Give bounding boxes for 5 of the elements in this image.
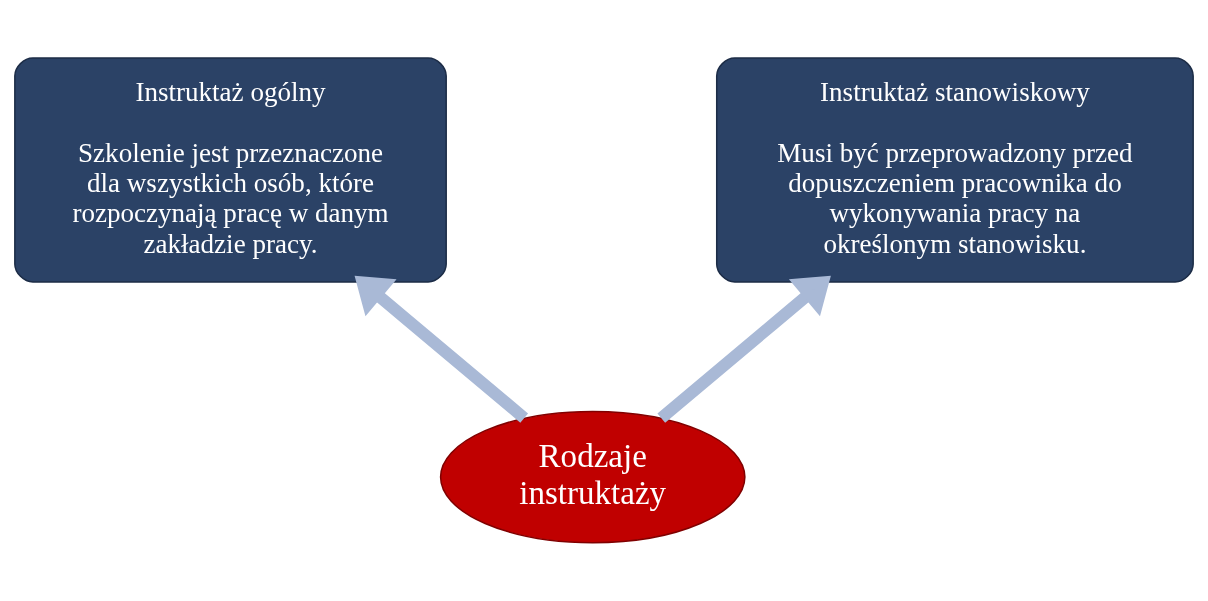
node-box: Instruktaż ogólny Szkolenie jest przeznaczone dla wszystkich osób, które rozpoczynają pracę w danym zakładzie pracy. [14,57,447,283]
arrow [657,275,831,423]
node-ellipse: Rodzaje instruktaży [439,410,746,544]
arrow [354,275,529,423]
node-box: Instruktaż stanowiskowy Musi być przeprowadzony przed dopuszczeniem pracownika do wykonywania pracy na określonym stanowisku. [715,57,1194,283]
